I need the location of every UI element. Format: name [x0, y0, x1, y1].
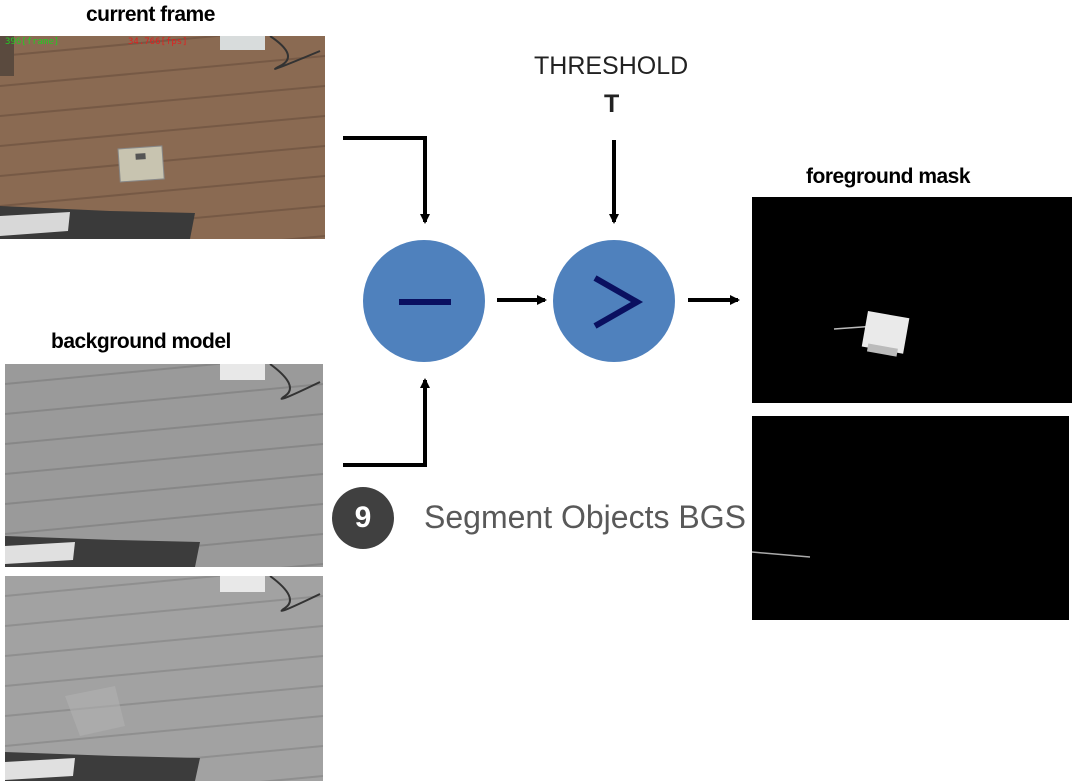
step-number-badge: 9	[332, 487, 394, 549]
frame-count-overlay: 396[frame]	[5, 37, 60, 47]
step-title: Segment Objects BGS	[424, 499, 746, 535]
greater-than-icon	[593, 275, 644, 329]
background-model-image	[5, 364, 323, 567]
background-model-label: background model	[51, 330, 231, 353]
threshold-label: THRESHOLD	[534, 52, 689, 80]
foreground-mask-label: foreground mask	[806, 165, 971, 188]
threshold-variable: T	[604, 90, 620, 118]
arrow-background-to-subtract	[343, 378, 430, 467]
foreground-mask-image-2	[752, 416, 1069, 620]
fps-overlay: 34.766[fps]	[128, 37, 188, 47]
foreground-mask-image	[752, 197, 1072, 403]
current-frame-image: 396[frame] 34.766[fps]	[0, 36, 325, 239]
current-frame-label: current frame	[86, 3, 215, 26]
threshold-compare-operator	[553, 240, 675, 362]
background-model-image-2	[5, 576, 323, 781]
subtract-operator	[363, 240, 485, 362]
minus-icon	[399, 299, 451, 305]
arrow-current-frame-to-subtract	[343, 136, 430, 224]
